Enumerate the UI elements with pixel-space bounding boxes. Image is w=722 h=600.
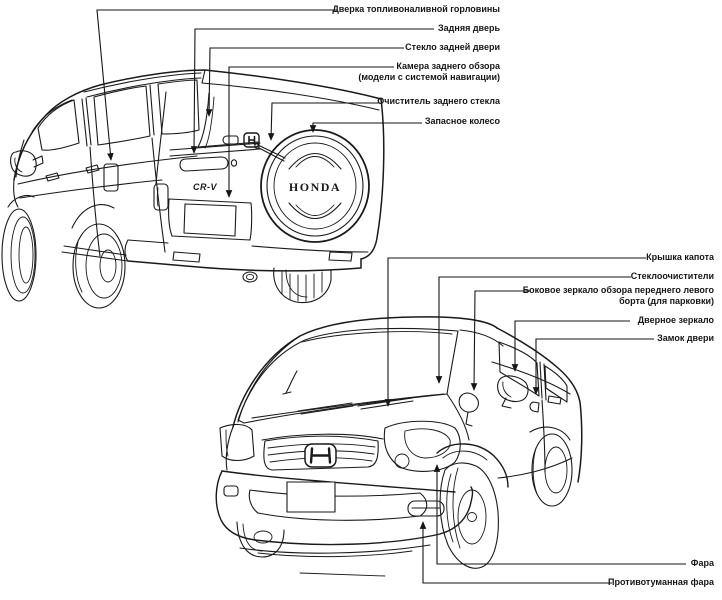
callout-label-tailgate: Задняя дверь: [438, 23, 500, 33]
front-view-illustration: [215, 316, 583, 577]
callout-label-hood: Крышка капота: [646, 252, 714, 262]
leader-fender-parking-mirror: [470, 290, 530, 391]
callout-label-fender-parking-mirror: Боковое зеркало обзора переднего левого …: [523, 285, 714, 307]
rear-view-illustration: HONDA CR-V: [1, 69, 385, 309]
callout-label-rear-wiper: Очиститель заднего стекла: [377, 96, 500, 106]
callout-label-line2: (модели с системой навигации): [358, 72, 500, 82]
callout-label-door-mirror: Дверное зеркало: [637, 315, 714, 325]
callout-label-spare-wheel: Запасное колесо: [424, 116, 500, 126]
callout-label-windshield-wipers: Стеклоочистители: [630, 271, 714, 281]
callout-label-line1: Боковое зеркало обзора переднего левого: [522, 285, 714, 295]
callout-label-line1: Камера заднего обзора: [396, 61, 500, 71]
leader-door-lock: [532, 338, 654, 395]
leader-lines: [96, 9, 686, 584]
leader-rear-view-camera: [225, 66, 394, 198]
leader-hood: [384, 257, 646, 407]
callout-label-rear-view-camera: Камера заднего обзора (модели с системой…: [358, 61, 500, 83]
leader-door-mirror: [511, 320, 630, 372]
leader-tailgate: [190, 28, 434, 154]
model-badge-text: CR-V: [193, 182, 217, 192]
leader-tailgate-glass: [205, 47, 404, 117]
leader-fog-light: [419, 521, 612, 584]
leader-spare-wheel: [309, 122, 422, 133]
honda-h-logo-icon: [309, 447, 332, 464]
callout-label-tailgate-glass: Стекло задней двери: [405, 42, 500, 52]
callout-label-fog-light: Противотуманная фара: [608, 577, 714, 587]
leader-headlight: [433, 464, 686, 565]
spare-cover-brand-text: HONDA: [289, 180, 341, 194]
leader-rear-wiper: [267, 102, 380, 141]
leader-fuel-filler-door: [96, 9, 337, 161]
callout-label-door-lock: Замок двери: [657, 333, 714, 343]
callout-label-line2: борта (для парковки): [619, 296, 714, 306]
callout-label-fuel-filler-door: Дверка топливоналивной горловины: [332, 4, 500, 14]
callout-label-headlight: Фара: [690, 558, 714, 568]
leader-windshield-wipers: [435, 276, 631, 384]
